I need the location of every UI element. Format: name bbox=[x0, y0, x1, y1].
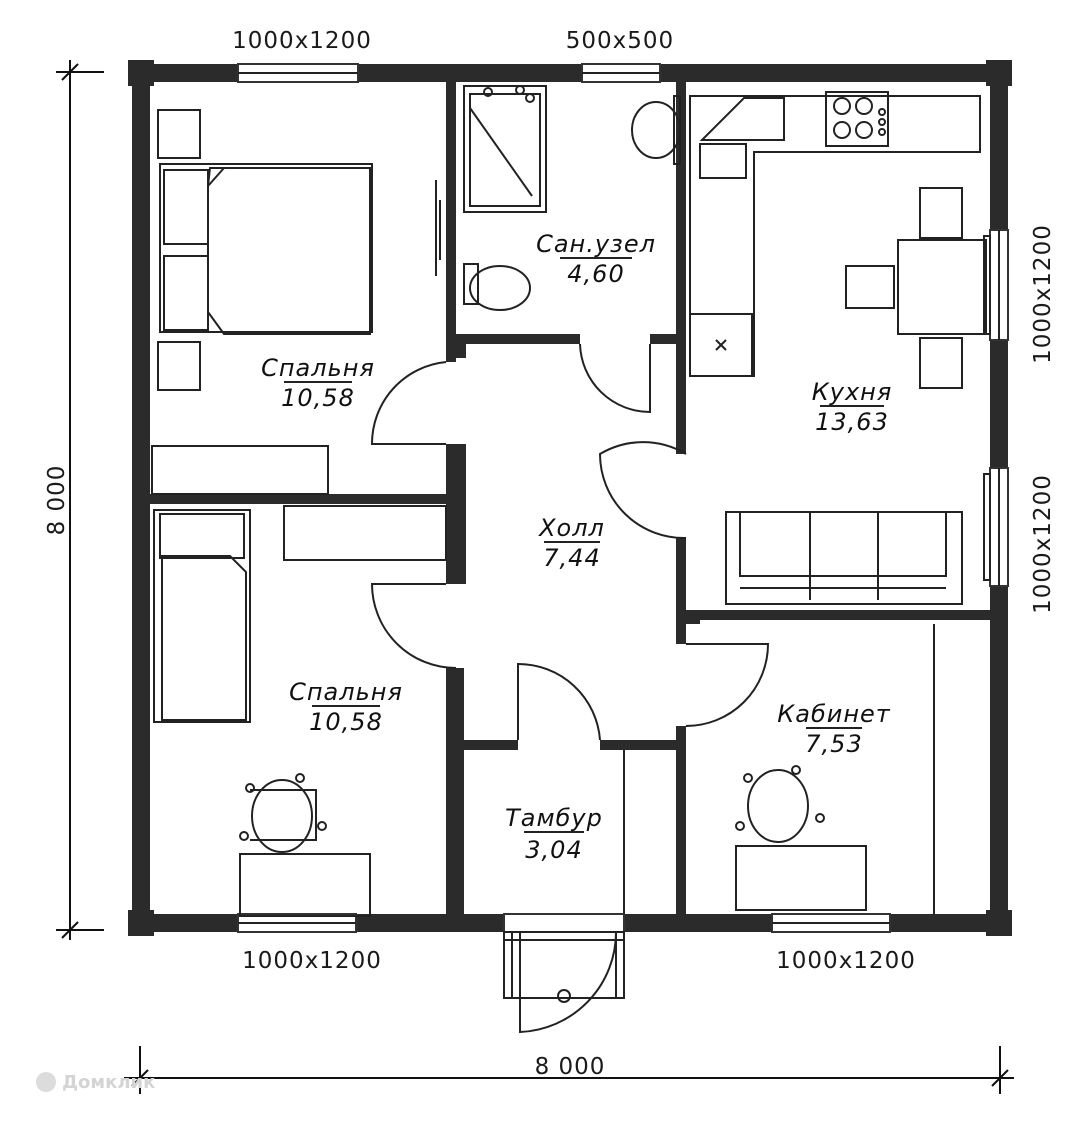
dimension-lines bbox=[56, 60, 1014, 1094]
window-top-left bbox=[237, 63, 359, 83]
room-area: 4,60 bbox=[567, 260, 624, 288]
room-name: Кабинет bbox=[777, 700, 891, 728]
window-right-lower bbox=[983, 467, 1009, 587]
room-label-bathroom: Сан.узел 4,60 bbox=[536, 230, 656, 288]
room-area: 10,58 bbox=[309, 708, 383, 736]
window-label-top-middle: 500x500 bbox=[566, 28, 674, 54]
study-furniture bbox=[735, 624, 935, 914]
window-right-upper bbox=[983, 229, 1009, 341]
window-bottom-right bbox=[771, 913, 891, 933]
room-area: 7,44 bbox=[543, 544, 600, 572]
dimension-height: 8 000 bbox=[44, 465, 70, 536]
watermark-logo: Домклик bbox=[36, 1072, 155, 1093]
exterior-walls bbox=[128, 60, 1012, 936]
watermark-text: Домклик bbox=[62, 1072, 155, 1093]
window-label-bottom-left: 1000x1200 bbox=[242, 948, 382, 974]
room-label-bedroom-top: Спальня 10,58 bbox=[261, 354, 375, 412]
room-label-hall: Холл 7,44 bbox=[537, 514, 605, 572]
entrance-door-opening bbox=[503, 913, 625, 933]
room-label-kitchen: Кухня 13,63 bbox=[812, 378, 893, 436]
windows bbox=[237, 63, 1009, 933]
window-label-right-upper: 1000x1200 bbox=[1030, 224, 1056, 364]
room-name: Тамбур bbox=[505, 804, 603, 832]
room-name: Кухня bbox=[812, 378, 893, 406]
window-label-bottom-right: 1000x1200 bbox=[776, 948, 916, 974]
room-area: 7,53 bbox=[805, 730, 862, 758]
room-area: 10,58 bbox=[281, 384, 355, 412]
window-label-top-left: 1000x1200 bbox=[232, 28, 372, 54]
doors bbox=[370, 343, 770, 741]
window-bottom-left bbox=[237, 913, 357, 933]
room-name: Холл bbox=[537, 514, 605, 542]
window-top-middle bbox=[581, 63, 661, 83]
window-label-right-lower: 1000x1200 bbox=[1030, 474, 1056, 614]
bathroom-fixtures bbox=[463, 85, 681, 311]
interior-walls bbox=[150, 78, 1000, 918]
room-area: 3,04 bbox=[525, 836, 582, 864]
room-label-study: Кабинет 7,53 bbox=[777, 700, 891, 758]
bedroom-bottom-furniture bbox=[153, 505, 447, 917]
bedroom-top-furniture bbox=[151, 109, 441, 495]
dimension-width: 8 000 bbox=[535, 1054, 606, 1080]
room-name: Спальня bbox=[261, 354, 375, 382]
porch-steps bbox=[503, 931, 625, 1034]
room-name: Сан.узел bbox=[536, 230, 656, 258]
kitchen-furniture bbox=[689, 91, 987, 605]
room-name: Спальня bbox=[289, 678, 403, 706]
room-label-vestibule: Тамбур 3,04 bbox=[505, 804, 603, 864]
room-label-bedroom-bottom: Спальня 10,58 bbox=[289, 678, 403, 736]
room-area: 13,63 bbox=[815, 408, 889, 436]
